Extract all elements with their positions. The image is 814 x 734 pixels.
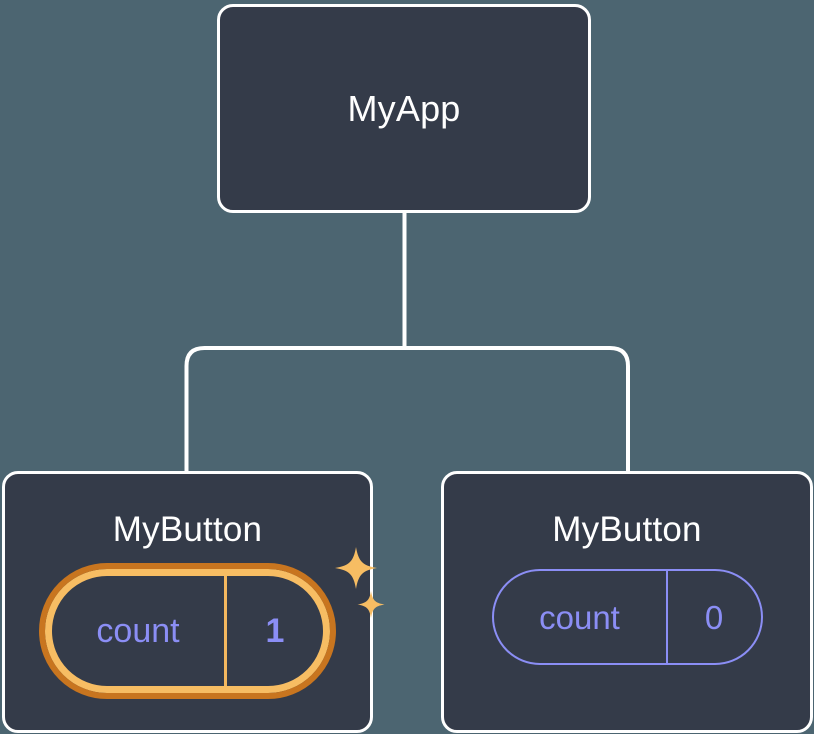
state-pill-value-left: 1 [265, 612, 285, 650]
state-pill-wrapper-left: count 1 [39, 547, 385, 699]
state-pill-key-right: count [494, 571, 668, 663]
sparkle-group [335, 547, 385, 618]
connector-child-bus [184, 346, 630, 474]
sparkle-icon-large [335, 547, 377, 589]
node-mybutton-right-title: MyButton [552, 510, 702, 549]
sparkle-icon-small [357, 591, 385, 618]
state-pill-key-left: count [52, 576, 227, 686]
node-mybutton-left-title: MyButton [112, 510, 263, 549]
node-myapp[interactable]: MyApp [217, 4, 591, 213]
state-pill-count-right[interactable]: count 0 [491, 569, 763, 665]
node-mybutton-left[interactable]: MyButton count 1 [2, 471, 385, 733]
state-pill-count-left[interactable]: count 1 [39, 563, 336, 699]
node-myapp-title: MyApp [347, 87, 461, 129]
state-pill-value-right: 0 [704, 598, 724, 636]
node-mybutton-right[interactable]: MyButton count 0 [441, 471, 813, 733]
state-pill-wrapper-right: count 0 [491, 569, 763, 665]
